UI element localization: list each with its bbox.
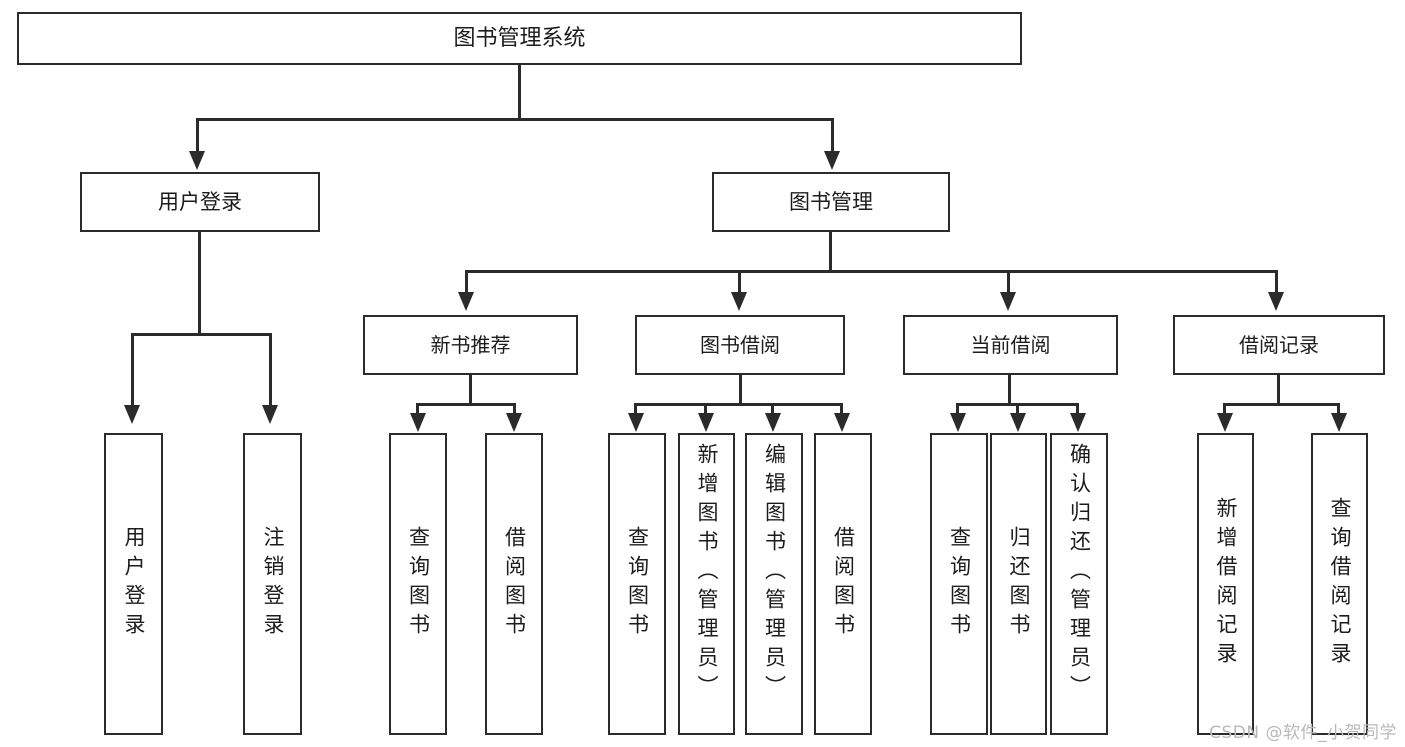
node-label: 图书管理 [789,189,873,214]
node-label: 借阅记录 [1239,332,1319,357]
connector-current-borrow-stem [1008,375,1011,405]
leaf-label: 借阅图书 [831,526,856,642]
arrowhead-borrow-record [1268,292,1284,311]
connector-borrow-record-stem [1277,375,1280,405]
leaf-cb-return-book[interactable]: 归还图书 [990,433,1047,735]
leaf-bb-borrow-book[interactable]: 借阅图书 [814,433,872,735]
connector-book-manage-stem [829,232,832,272]
connector-borrow-record-bus [1223,403,1340,406]
leaf-label: 查询图书 [406,526,431,642]
connector-book-borrow-bus [634,403,843,406]
leaf-label: 查询图书 [947,526,972,642]
arrowhead-cb-query [950,413,966,432]
leaf-bb-add-book[interactable]: 新增图书（管理员） [678,433,735,735]
arrowhead-new-book [458,292,474,311]
connector-drop-br-add [1223,403,1226,415]
arrowhead-book-manage [824,151,840,170]
connector-drop-bb-borrow [840,403,843,415]
connector-level1-bus [196,118,834,121]
arrowhead-cb-confirm [1070,413,1086,432]
arrowhead-bb-query [628,413,644,432]
arrowhead-cb-return [1010,413,1026,432]
node-new-book-recommend[interactable]: 新书推荐 [363,315,578,375]
watermark: CSDN @软件_小贺同学 [1209,723,1397,743]
connector-root-stem [518,65,521,120]
connector-drop-bb-add [704,403,707,415]
connector-drop-book-borrow [738,270,741,292]
connector-drop-book-manage [831,118,834,151]
leaf-br-query-record[interactable]: 查询借阅记录 [1311,433,1368,735]
leaf-label: 查询借阅记录 [1328,497,1352,671]
arrowhead-current-borrow [1000,292,1016,311]
node-book-manage[interactable]: 图书管理 [712,172,950,232]
leaf-user-login[interactable]: 用户登录 [104,433,163,735]
leaf-bb-edit-book[interactable]: 编辑图书（管理员） [745,433,803,735]
arrowhead-bb-borrow [834,413,850,432]
arrowhead-bb-add [698,413,714,432]
connector-drop-bb-edit [771,403,774,415]
node-user-login[interactable]: 用户登录 [80,172,320,232]
connector-book-borrow-stem [739,375,742,405]
leaf-label: 用户登录 [122,526,146,642]
connector-drop-cb-confirm [1076,403,1079,415]
connector-new-book-bus [416,403,516,406]
connector-drop-br-query [1337,403,1340,415]
leaf-label: 确认归还（管理员） [1067,443,1092,704]
node-root-system[interactable]: 图书管理系统 [17,12,1022,65]
leaf-nb-query-book[interactable]: 查询图书 [389,433,447,735]
connector-drop-nb-borrow [513,403,516,415]
leaf-label: 归还图书 [1007,526,1031,642]
connector-drop-borrow-record [1275,270,1278,292]
leaf-label: 注销登录 [261,526,285,642]
arrowhead-book-borrow [731,292,747,311]
leaf-logout[interactable]: 注销登录 [243,433,302,735]
connector-user-login-stem [198,232,201,335]
leaf-cb-query-book[interactable]: 查询图书 [930,433,988,735]
connector-drop-user-login [196,118,199,151]
arrowhead-nb-borrow [506,413,522,432]
connector-new-book-stem [469,375,472,405]
leaf-br-add-record[interactable]: 新增借阅记录 [1197,433,1254,735]
leaf-bb-query-book[interactable]: 查询图书 [608,433,666,735]
connector-drop-leaf-logout [269,333,272,405]
arrowhead-nb-query [410,413,426,432]
arrowhead-leaf-user-login [124,405,140,424]
connector-drop-current-borrow [1007,270,1010,292]
connector-drop-cb-return [1016,403,1019,415]
arrowhead-leaf-logout [262,405,278,424]
leaf-label: 新增图书（管理员） [695,443,719,704]
leaf-label: 查询图书 [625,526,650,642]
connector-level2-bus [465,270,1277,273]
node-label: 新书推荐 [430,332,511,357]
arrowhead-br-query [1331,413,1347,432]
node-label: 当前借阅 [970,332,1051,357]
leaf-label: 编辑图书（管理员） [762,443,787,704]
leaf-label: 借阅图书 [502,526,527,642]
connector-drop-cb-query [956,403,959,415]
leaf-nb-borrow-book[interactable]: 借阅图书 [485,433,543,735]
connector-user-login-bus [131,333,272,336]
node-book-borrow[interactable]: 图书借阅 [635,315,845,375]
connector-drop-leaf-user-login [131,333,134,405]
node-label: 图书借阅 [700,332,780,357]
node-current-borrow[interactable]: 当前借阅 [903,315,1118,375]
connector-drop-bb-query [634,403,637,415]
leaf-cb-confirm-return[interactable]: 确认归还（管理员） [1050,433,1108,735]
node-borrow-record[interactable]: 借阅记录 [1173,315,1385,375]
node-label: 用户登录 [158,189,242,214]
arrowhead-bb-edit [765,413,781,432]
node-label: 图书管理系统 [453,25,586,51]
connector-drop-new-book [465,270,468,292]
arrowhead-user-login [189,151,205,170]
arrowhead-br-add [1217,413,1233,432]
connector-drop-nb-query [416,403,419,415]
leaf-label: 新增借阅记录 [1214,497,1238,671]
